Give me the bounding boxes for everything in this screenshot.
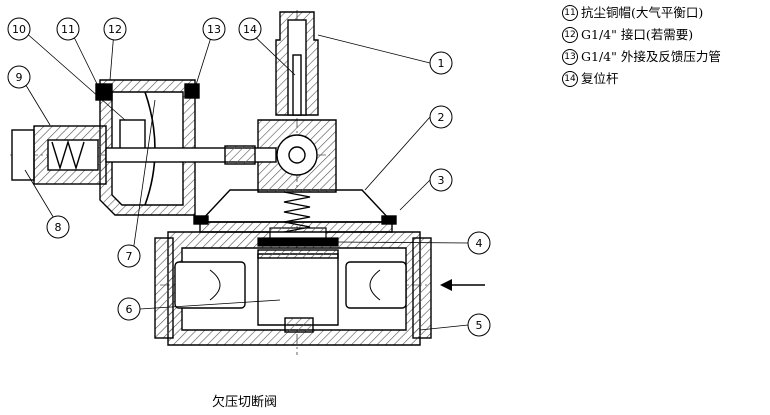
callout-label: 14	[243, 23, 257, 36]
legend-marker: 13	[562, 49, 578, 65]
legend-marker: 11	[562, 5, 578, 21]
callout-label: 4	[476, 237, 483, 250]
callout-label: 5	[476, 319, 483, 332]
callout-8: 8	[46, 215, 70, 239]
legend-text: G1/4" 外接及反馈压力管	[581, 49, 721, 64]
callout-2: 2	[429, 105, 453, 129]
callout-11: 11	[56, 17, 80, 41]
callout-label: 13	[207, 23, 221, 36]
legend-text: 抗尘铜帽(大气平衡口)	[581, 5, 704, 20]
legend-marker: 14	[562, 71, 578, 87]
callout-3: 3	[429, 168, 453, 192]
valve-body	[154, 231, 432, 346]
callout-label: 6	[126, 303, 133, 316]
callout-label: 7	[126, 250, 133, 263]
callout-label: 12	[108, 23, 122, 36]
callout-label: 9	[16, 71, 23, 84]
flow-direction-arrow	[440, 279, 485, 291]
callout-label: 3	[438, 174, 445, 187]
callout-label: 11	[61, 23, 75, 36]
bonnet	[193, 189, 397, 233]
diagram-caption: 欠压切断阀	[212, 395, 278, 410]
callout-12: 12	[103, 17, 127, 41]
callout-1: 1	[429, 51, 453, 75]
legend-text: G1/4" 接口(若需要)	[581, 27, 694, 42]
callout-5: 5	[467, 313, 491, 337]
callout-10: 10	[7, 17, 31, 41]
spring	[283, 191, 311, 233]
stem-housing	[257, 11, 337, 193]
callout-6: 6	[117, 297, 141, 321]
legend-marker: 12	[562, 27, 578, 43]
callout-4: 4	[467, 231, 491, 255]
shaft-assembly	[11, 125, 277, 185]
callout-leaders	[23, 30, 469, 331]
callout-label: 1	[438, 57, 445, 70]
callout-label: 2	[438, 111, 445, 124]
callout-9: 9	[7, 65, 31, 89]
callout-13: 13	[202, 17, 226, 41]
callout-14: 14	[238, 17, 262, 41]
callout-7: 7	[117, 244, 141, 268]
callout-label: 8	[55, 221, 62, 234]
callout-label: 10	[12, 23, 26, 36]
legend-text: 复位杆	[581, 71, 619, 86]
callout-markers: 1 2 3 4 5 6 7 8 9 10 11 12 13 14	[7, 17, 491, 337]
